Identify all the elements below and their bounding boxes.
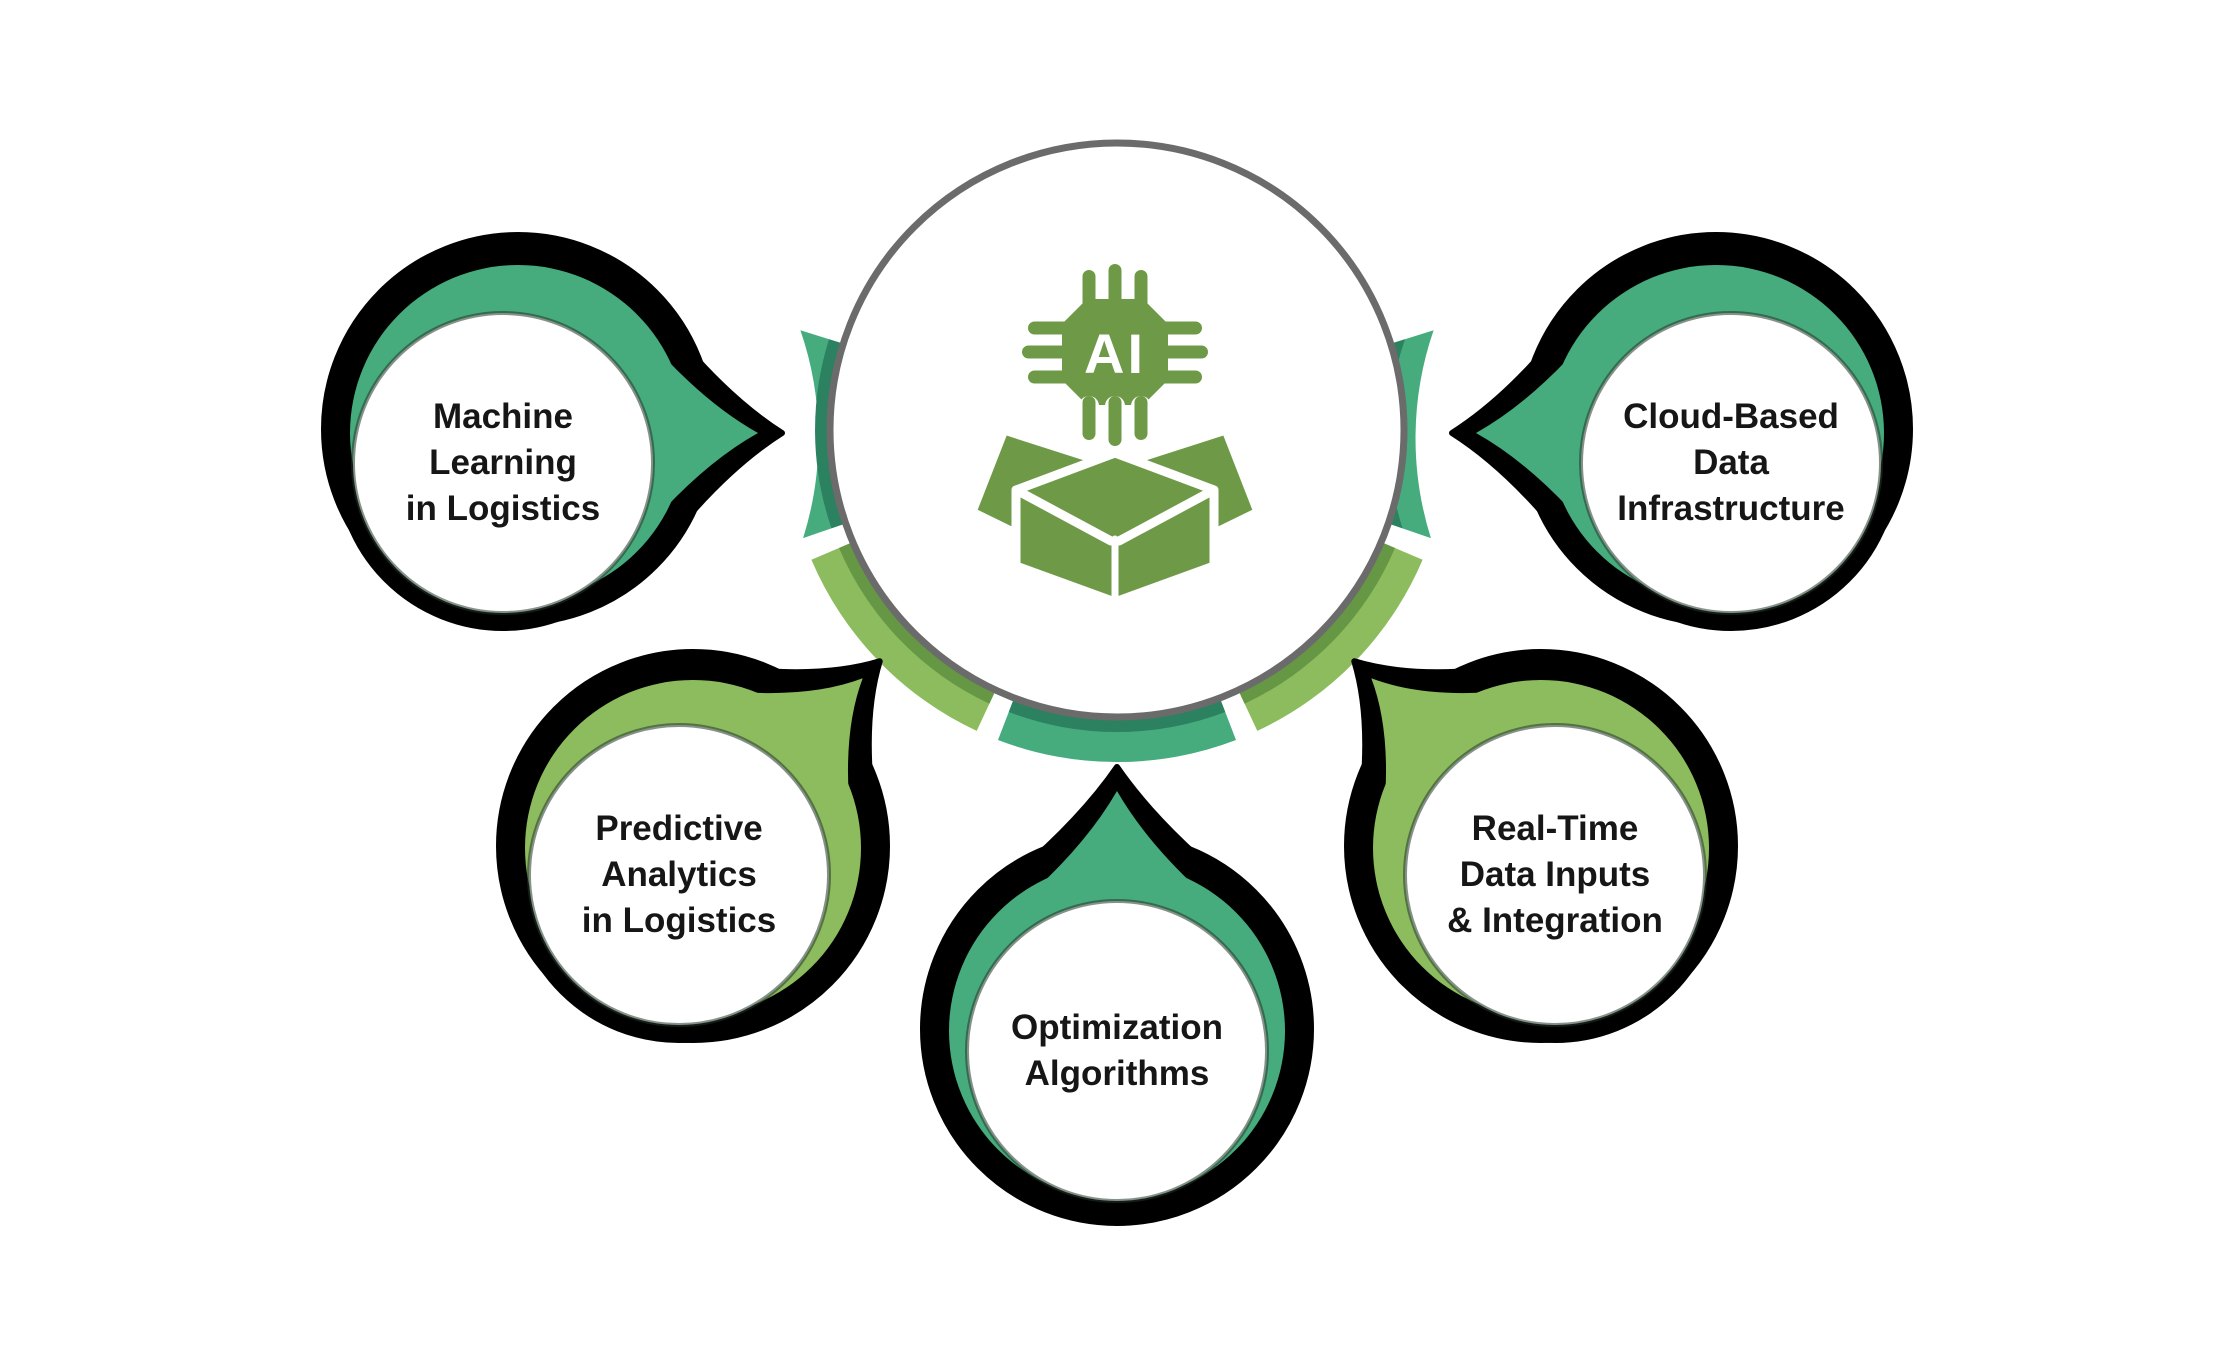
satellite-cloud-based xyxy=(1449,232,1913,631)
satellite-pointer xyxy=(1476,330,1594,536)
satellite-pointer xyxy=(1014,791,1220,909)
satellite-real-time-data xyxy=(1344,649,1738,1043)
satellite-inner-circle xyxy=(351,311,655,615)
satellite-pointer xyxy=(706,678,863,835)
ring-segment-right-green-edge xyxy=(1238,542,1395,704)
satellite-inner-circle xyxy=(527,723,831,1027)
ring-segment-left-green-edge xyxy=(839,542,996,704)
chip-ai-label: AI xyxy=(1084,322,1146,385)
satellite-inner-circle xyxy=(1403,723,1707,1027)
ai-chip-open-box-icon: AI xyxy=(967,264,1263,607)
satellite-pointer xyxy=(640,330,758,536)
satellite-inner-circle xyxy=(1579,311,1883,615)
satellite-predictive-analytics xyxy=(496,649,890,1043)
satellite-inner-circle xyxy=(965,899,1269,1203)
satellite-machine-learning xyxy=(321,232,785,631)
satellite-optimization-algorithms xyxy=(920,764,1314,1226)
satellite-pointer xyxy=(1371,678,1528,835)
ring-segment-bottom-teal-edge xyxy=(1008,698,1226,733)
